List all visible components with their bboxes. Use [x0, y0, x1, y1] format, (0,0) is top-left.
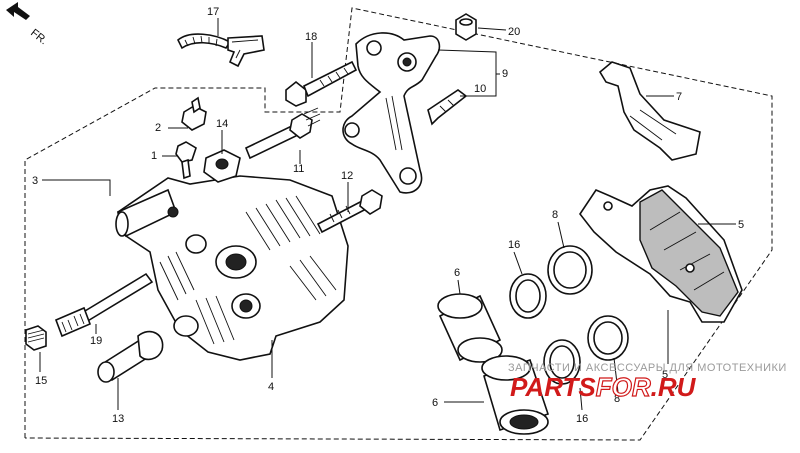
callout-4: 4 [268, 381, 274, 393]
leader-lines [39, 18, 736, 411]
brake-pad-part-5 [579, 185, 743, 323]
hose-clip-part-18 [177, 33, 265, 68]
dust-seal-part-16-upper [509, 273, 547, 319]
callout-5-lower: 5 [662, 369, 668, 381]
callout-13: 13 [112, 413, 124, 425]
long-pin-part-17 [54, 272, 154, 338]
sleeve-pin-part-13 [97, 330, 164, 383]
watermark-brand-main: PARTS [510, 372, 596, 402]
retainer-part-10 [427, 89, 468, 126]
callout-7: 7 [676, 91, 682, 103]
pin-bolt-part-11 [244, 107, 321, 160]
callout-12: 12 [341, 170, 353, 182]
watermark: ЗАПЧАСТИ И АКСЕССУАРЫ ДЛЯ МОТОТЕХНИКИ PA… [508, 362, 787, 403]
callout-17: 19 [90, 335, 102, 347]
pad-shim-part-7 [598, 61, 701, 161]
callout-5-upper: 5 [738, 219, 744, 231]
callout-15: 15 [35, 375, 47, 387]
callout-8-upper: 8 [552, 209, 558, 221]
callout-11: 11 [293, 163, 304, 175]
bleeder-cap-part-2 [181, 96, 207, 131]
bleeder-screw-part-1 [175, 141, 197, 180]
callout-labels: 17 18 20 9 10 7 5 8 16 6 2 1 3 14 11 12 … [32, 6, 744, 425]
front-direction-arrow-icon: FR. [6, 2, 50, 47]
rubber-boot-part-14 [203, 149, 241, 183]
front-direction-label: FR. [28, 27, 49, 47]
callout-19: 18 [305, 31, 317, 43]
callout-10: 10 [474, 83, 486, 95]
piston-part-6-lower [481, 355, 550, 435]
callout-1: 1 [151, 150, 157, 162]
callout-16-upper: 16 [508, 239, 520, 251]
piston-seal-part-8-lower [587, 315, 629, 361]
watermark-caption: ЗАПЧАСТИ И АКСЕССУАРЫ ДЛЯ МОТОТЕХНИКИ [508, 362, 787, 374]
dust-seal-part-16-lower [543, 339, 581, 385]
piston-seal-part-8-upper [547, 245, 593, 295]
caliper-bracket-part-9 [342, 32, 441, 194]
nut-part-20 [455, 13, 477, 41]
callout-2: 2 [155, 122, 161, 134]
callout-14: 14 [216, 118, 228, 130]
caliper-body-part-3 [115, 175, 349, 361]
callout-20: 20 [508, 26, 520, 38]
piston-part-6-upper [437, 293, 503, 363]
callout-16-lower: 16 [576, 413, 588, 425]
watermark-brand-mid: FOR [596, 372, 651, 402]
pin-bolt-part-12 [316, 189, 383, 234]
watermark-brand: PARTSFOR.RU [510, 372, 697, 402]
callout-6-upper: 6 [454, 267, 460, 279]
callout-8-lower: 8 [614, 393, 620, 405]
callout-9: 9 [502, 68, 508, 80]
plug-part-15 [25, 325, 47, 351]
bolt-part-19 [285, 60, 358, 107]
callout-18: 17 [207, 6, 219, 18]
callout-3: 3 [32, 175, 38, 187]
watermark-brand-tld: .RU [651, 372, 697, 402]
callout-6-lower: 6 [432, 397, 438, 409]
